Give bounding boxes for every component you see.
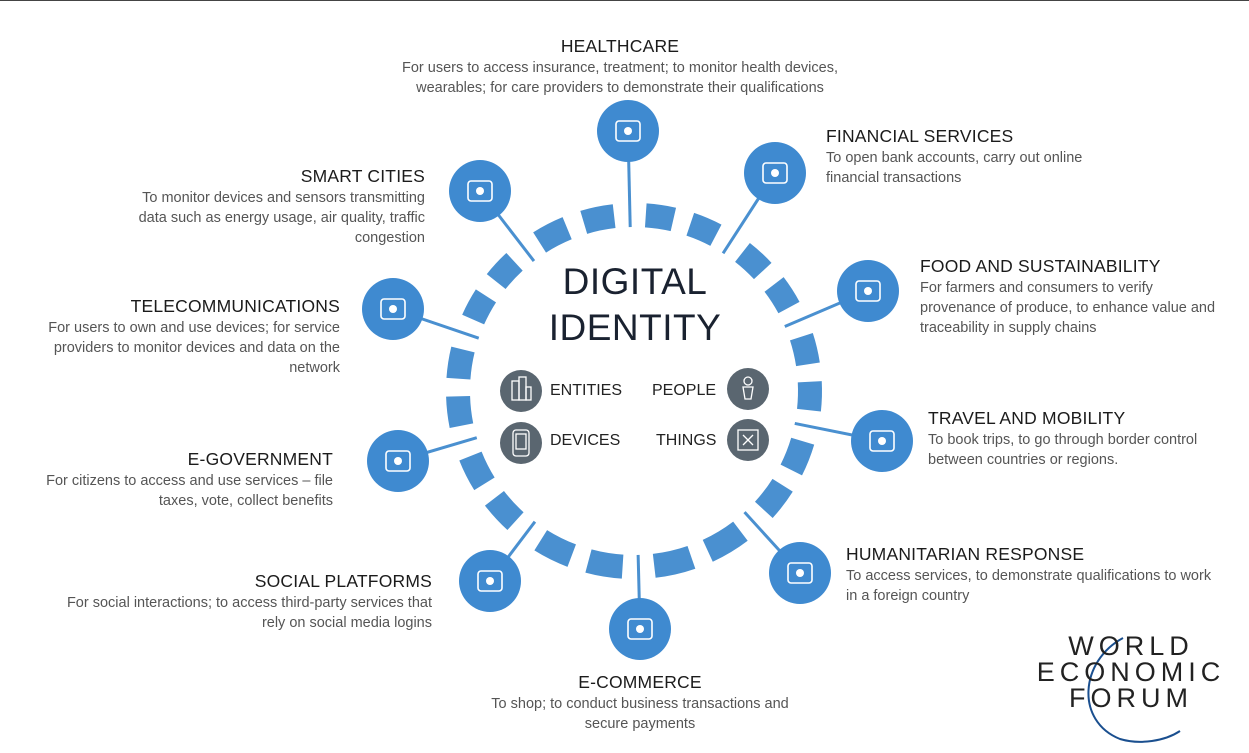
- category-people: PEOPLE: [652, 382, 717, 399]
- recycle-icon: [837, 260, 899, 322]
- category-devices: DEVICES: [550, 432, 621, 449]
- ring-segment: [446, 395, 474, 429]
- ring-segment: [734, 242, 772, 280]
- ring-segment: [652, 545, 696, 578]
- ring-segment: [764, 277, 800, 314]
- bird-icon: [459, 550, 521, 612]
- antenna-icon: [362, 278, 424, 340]
- people-icon: [727, 368, 769, 410]
- devices-icon: [500, 422, 542, 464]
- ring-segment: [789, 332, 820, 367]
- category-icons: [500, 368, 769, 464]
- ring-segment: [534, 529, 577, 567]
- handshake-icon: [769, 542, 831, 604]
- government-building-icon: [367, 430, 429, 492]
- ring-segment: [580, 204, 616, 234]
- ring-segment: [446, 346, 475, 380]
- ring-segment: [754, 478, 793, 518]
- ring-segment: [484, 490, 524, 531]
- ring-segment: [486, 252, 523, 290]
- ambulance-icon: [597, 100, 659, 162]
- ring-segment: [585, 549, 624, 579]
- ring-segment: [533, 217, 572, 253]
- beach-icon: [851, 410, 913, 472]
- cart-icon: [609, 598, 671, 660]
- ring-segment: [462, 289, 497, 325]
- logo-arc: [1087, 637, 1181, 743]
- entities-icon: [500, 370, 542, 412]
- ring-segment: [644, 203, 677, 232]
- ring-segment: [797, 381, 822, 412]
- ring-segment: [459, 451, 495, 491]
- qr-code-icon: [449, 160, 511, 222]
- ring-segment: [780, 437, 815, 476]
- chart-icon: [744, 142, 806, 204]
- ring-segment: [702, 521, 748, 562]
- category-entities: ENTITIES: [550, 382, 623, 399]
- category-things: THINGS: [656, 432, 717, 449]
- ring-segment: [686, 212, 722, 246]
